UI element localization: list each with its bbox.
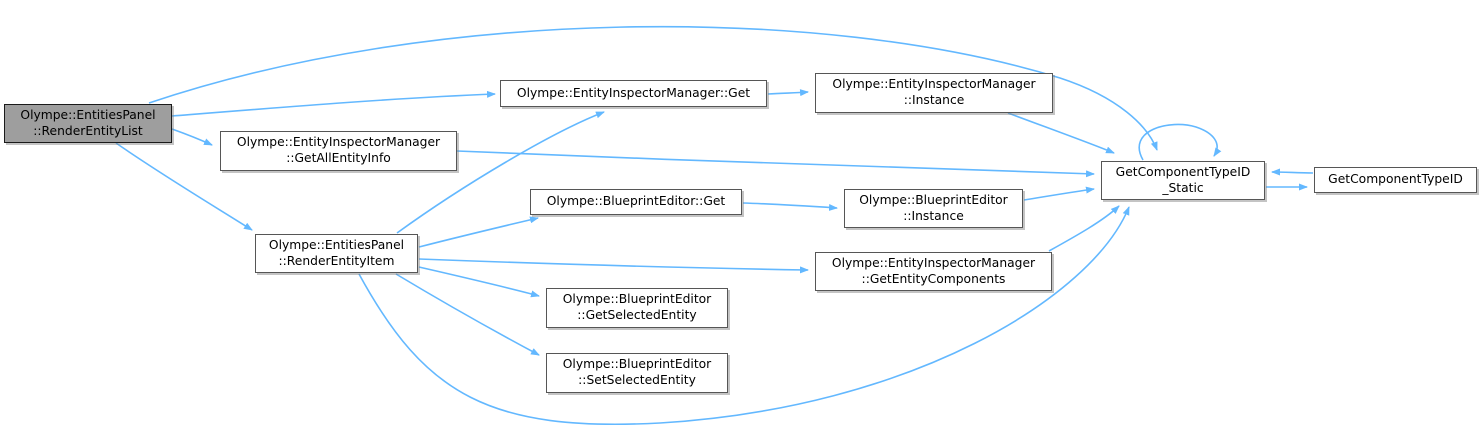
node-get-entity-components[interactable]: Olympe::EntityInspectorManager::GetEntit… [815, 252, 1052, 291]
node-eim-get[interactable]: Olympe::EntityInspectorManager::Get [500, 80, 767, 107]
edge-eim-get-to-eim-instance [767, 89, 809, 97]
node-label-line: ::RenderEntityItem [278, 253, 395, 268]
node-label-line: Olympe::EntityInspectorManager [831, 255, 1036, 270]
node-label-line: ::GetSelectedEntity [577, 308, 697, 322]
edge-render-entity-item-to-get-selected-entity [418, 266, 540, 298]
node-label-line: ::SetSelectedEntity [578, 373, 696, 387]
edge-render-entity-list-to-get-all-entity-info [171, 128, 213, 146]
node-label-line: Olympe::BlueprintEditor::Get [546, 194, 726, 209]
node-gct-static[interactable]: GetComponentTypeID_Static [1101, 161, 1265, 200]
node-label-line: Olympe::BlueprintEditor [859, 192, 1008, 207]
edge-bp-instance-to-gct-static [1023, 186, 1095, 201]
edge-render-entity-item-to-set-selected-entity [395, 273, 540, 356]
edge-gct-static-to-gct-static [1138, 123, 1222, 161]
node-label-line: Olympe::EntityInspectorManager [236, 135, 441, 150]
node-label-line: Olympe::EntitiesPanel [268, 237, 405, 252]
edge-gct-to-gct-static [1271, 168, 1314, 176]
edge-render-entity-item-to-gct-static [358, 206, 1130, 426]
node-render-entity-item[interactable]: Olympe::EntitiesPanel::RenderEntityItem [255, 234, 418, 273]
node-label-line: ::Instance [903, 208, 964, 223]
node-label-line: ::GetAllEntityInfo [286, 151, 391, 165]
node-label-line: GetComponentTypeID [1328, 172, 1463, 187]
node-label-line: ::RenderEntityList [33, 123, 143, 138]
edge-render-entity-list-to-gct-static [148, 25, 1158, 151]
node-bp-instance[interactable]: Olympe::BlueprintEditor::Instance [844, 189, 1023, 228]
edge-get-all-entity-info-to-gct-static [456, 150, 1095, 178]
node-get-selected-entity[interactable]: Olympe::BlueprintEditor::GetSelectedEnti… [546, 288, 728, 328]
node-label-line: Olympe::EntitiesPanel [20, 107, 156, 122]
node-label-line: ::Instance [903, 93, 965, 107]
node-gct[interactable]: GetComponentTypeID [1314, 167, 1477, 193]
edge-eim-instance-to-gct-static [1007, 112, 1115, 154]
edge-render-entity-item-to-get-entity-components [418, 258, 809, 274]
node-label-line: Olympe::BlueprintEditor [562, 357, 712, 372]
edge-render-entity-item-to-eim-get [396, 111, 605, 234]
node-label-line: ::GetEntityComponents [861, 271, 1006, 286]
node-label-line: Olympe::EntityInspectorManager::Get [516, 85, 751, 100]
node-label-line: Olympe::BlueprintEditor [562, 292, 712, 307]
edge-get-entity-components-to-gct-static [1048, 205, 1120, 252]
node-label-line: _Static [1162, 180, 1204, 195]
edge-render-entity-list-to-eim-get [171, 90, 496, 117]
node-label-line: Olympe::EntityInspectorManager [832, 77, 1036, 92]
edge-render-entity-item-to-bp-get [418, 216, 539, 248]
edge-bp-get-to-bp-instance [742, 202, 838, 211]
node-render-entity-list: Olympe::EntitiesPanel::RenderEntityList [4, 104, 172, 143]
node-set-selected-entity[interactable]: Olympe::BlueprintEditor::SetSelectedEnti… [546, 353, 728, 393]
edge-render-entity-list-to-render-entity-item [115, 142, 253, 231]
node-eim-instance[interactable]: Olympe::EntityInspectorManager::Instance [815, 73, 1053, 113]
node-get-all-entity-info[interactable]: Olympe::EntityInspectorManager::GetAllEn… [220, 131, 457, 171]
node-label-line: GetComponentTypeID [1115, 164, 1251, 179]
node-bp-get[interactable]: Olympe::BlueprintEditor::Get [530, 189, 742, 215]
